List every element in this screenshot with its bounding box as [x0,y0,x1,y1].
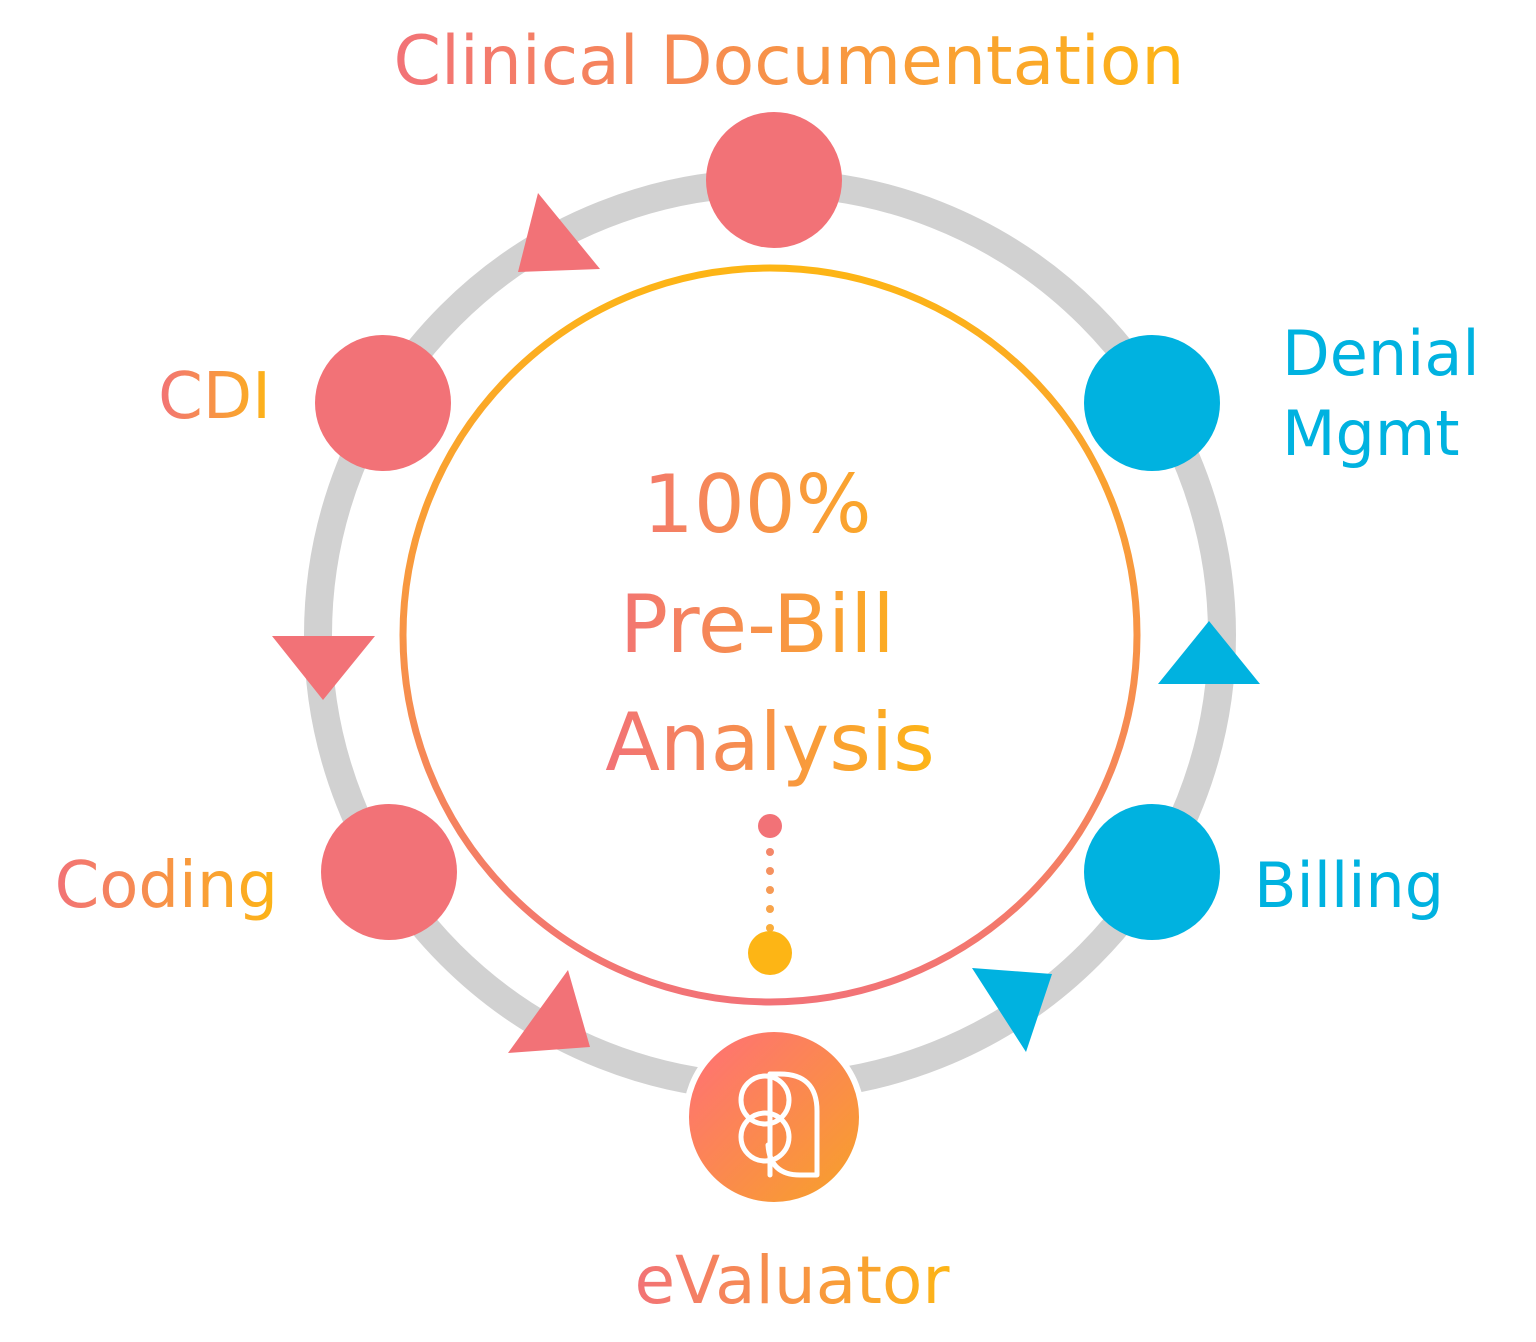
billing-node[interactable] [1084,804,1220,940]
arrow-billing-to-denial [1158,621,1260,684]
center-ring [399,264,1141,1006]
evaluator-logo-icon [738,1071,820,1178]
coding-node[interactable] [321,804,457,940]
evaluator-node[interactable] [683,1026,865,1208]
label-evaluator: eValuator [634,1242,950,1319]
denial-mgmt-node[interactable] [1084,335,1220,471]
center-connector [748,814,792,975]
svg-text:Denial Mgmt: Denial Mgmt [1282,317,1499,470]
center-title-line-3: Analysis [605,696,935,789]
label-cdi: CDI [158,360,271,434]
arrow-cdi-to-coding [272,636,375,700]
label-denial-mgmt-line-1: Denial [1282,317,1480,390]
clinical-documentation-node[interactable] [706,112,842,248]
svg-text:100% Pre-Bill Analysis: 100% Pre-Bill Analysis [605,458,935,789]
cdi-node[interactable] [315,335,451,471]
label-denial-mgmt-line-2: Mgmt [1282,397,1460,470]
label-coding: Coding [55,849,278,923]
label-billing: Billing [1254,849,1444,922]
center-title-line-1: 100% [643,458,872,551]
label-clinical-documentation: Clinical Documentation [393,22,1184,101]
center-title-line-2: Pre-Bill [620,578,895,671]
arrow-evaluator-to-billing [972,968,1052,1052]
arrow-coding-to-evaluator [508,970,590,1053]
flow-arrows [272,193,1260,1053]
arrow-cdi-to-clinical [518,193,600,272]
